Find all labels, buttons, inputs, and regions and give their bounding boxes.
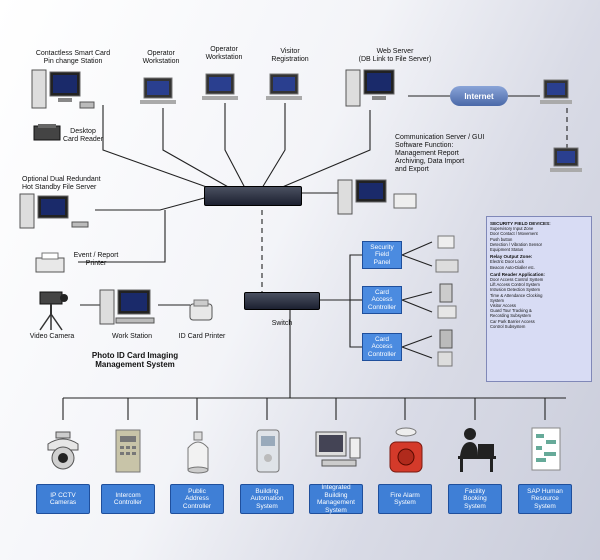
card-access-controller-2: Card Access Controller: [362, 333, 402, 361]
photo-id-system-title: Photo ID Card Imaging Management System: [91, 351, 179, 369]
operator-workstation-1-label: Operator Workstation: [142, 50, 180, 65]
communication-server-icon: [337, 179, 417, 215]
hot-standby-label: Optional Dual Redundant Hot Standby File…: [22, 176, 101, 191]
sfd-reader-item: Guard Tour Tracking &: [490, 308, 532, 314]
system-box-fire-alarm: Fire Alarm System: [378, 484, 432, 514]
system-box-ip-cctv: IP CCTV Cameras: [36, 484, 90, 514]
card-access-controller-1: Card Access Controller: [362, 286, 402, 314]
sfd-item: Detection / Vibration Sensor: [490, 241, 543, 247]
system-box-facility-booking: Facility Booking System: [448, 484, 502, 514]
operator-desk-icon: [458, 428, 496, 472]
sfd-reader-title: Card Reader Application:: [490, 271, 545, 277]
sfd-item: Equipment Status: [490, 247, 524, 253]
sfd-item: Door Contact / Movement: [490, 231, 538, 237]
operator-workstation-2-icon: [202, 73, 238, 100]
visitor-registration-label: Visitor Registration: [271, 48, 309, 63]
system-box-building-automation: Building Automation System: [240, 484, 294, 514]
internet-cloud: Internet: [450, 86, 508, 106]
operator-workstation-2-label: Operator Workstation: [205, 46, 243, 61]
sfd-relay-item: Beacon Auto-Dialler etc.: [490, 264, 535, 270]
operator-workstation-1-icon: [140, 77, 176, 104]
speaker-icon: [187, 431, 209, 474]
event-printer-icon: [35, 252, 65, 273]
event-printer-label: Event / Report Printer: [73, 252, 119, 267]
chart-sheet-icon: [531, 427, 561, 471]
web-server-label: Web Server (DB Link to File Server): [358, 48, 432, 63]
sfd-reader-item: Intrusion Detection System: [490, 287, 541, 293]
sfd-reader-item: Lift Access Control System: [490, 282, 540, 288]
desktop-card-reader-icon: [33, 124, 61, 141]
intercom-panel-icon: [115, 429, 141, 473]
communication-server-label: Communication Server / GUI Software Func…: [395, 134, 485, 173]
hot-standby-server-icon: [19, 193, 89, 229]
sfd-item: Push button: [490, 236, 513, 242]
sfd-reader-item: Car Park Barrier Access: [490, 318, 535, 324]
sfd-reader-item: Visitor Access: [490, 303, 516, 309]
thermostat-icon: [256, 429, 280, 473]
video-camera-icon: [39, 291, 68, 331]
id-card-printer-label: ID Card Printer: [178, 333, 226, 340]
dome-camera-icon: [47, 431, 79, 470]
contactless-station-label: Contactless Smart Card Pin change Statio…: [35, 50, 111, 65]
system-box-ibms: Integrated Building Management System: [309, 484, 363, 514]
web-server-icon: [345, 69, 395, 107]
photo-id-workstation-icon: [99, 289, 155, 325]
sfd-reader-item: Door Access Control System: [490, 277, 544, 283]
field-network-switch: [244, 292, 320, 310]
visitor-registration-icon: [266, 73, 302, 100]
contactless-station-computer-icon: [31, 69, 95, 109]
sfd-title: SECURITY FIELD DEVICES:: [490, 221, 551, 226]
computer-icon: [315, 431, 361, 467]
switch-label: Switch: [271, 320, 293, 327]
sfd-reader-item: Control Subsystem: [490, 323, 526, 329]
workstation-label: Work Station: [112, 333, 152, 340]
system-box-public-address: Public Address Controller: [170, 484, 224, 514]
system-box-intercom: Intercom Controller: [101, 484, 155, 514]
sfd-relay-title: Relay Output Zone:: [490, 254, 533, 260]
desktop-card-reader-label: Desktop Card Reader: [62, 128, 104, 143]
remote-client-1-icon: [540, 79, 572, 104]
core-network-switch: [204, 186, 302, 206]
sfd-item: Supervisory Input Zone: [490, 226, 534, 232]
sfd-relay-item: Electric Door Lock: [490, 259, 524, 265]
system-box-sap-hr: SAP Human Resource System: [518, 484, 572, 514]
video-camera-label: Video Camera: [29, 333, 75, 340]
fire-alarm-icon: [389, 427, 423, 473]
sfd-reader-item: Recording Subsystem: [490, 313, 531, 319]
security-field-devices-panel: SECURITY FIELD DEVICES: Supervisory Inpu…: [486, 216, 592, 382]
remote-client-2-icon: [550, 147, 582, 172]
id-card-printer-icon: [189, 299, 213, 321]
sfd-reader-item: Time & Attendance Clocking: [490, 292, 543, 298]
field-device-icons: [435, 235, 459, 367]
sfd-reader-item: System: [490, 297, 504, 303]
security-field-panel: Security Field Panel: [362, 241, 402, 269]
